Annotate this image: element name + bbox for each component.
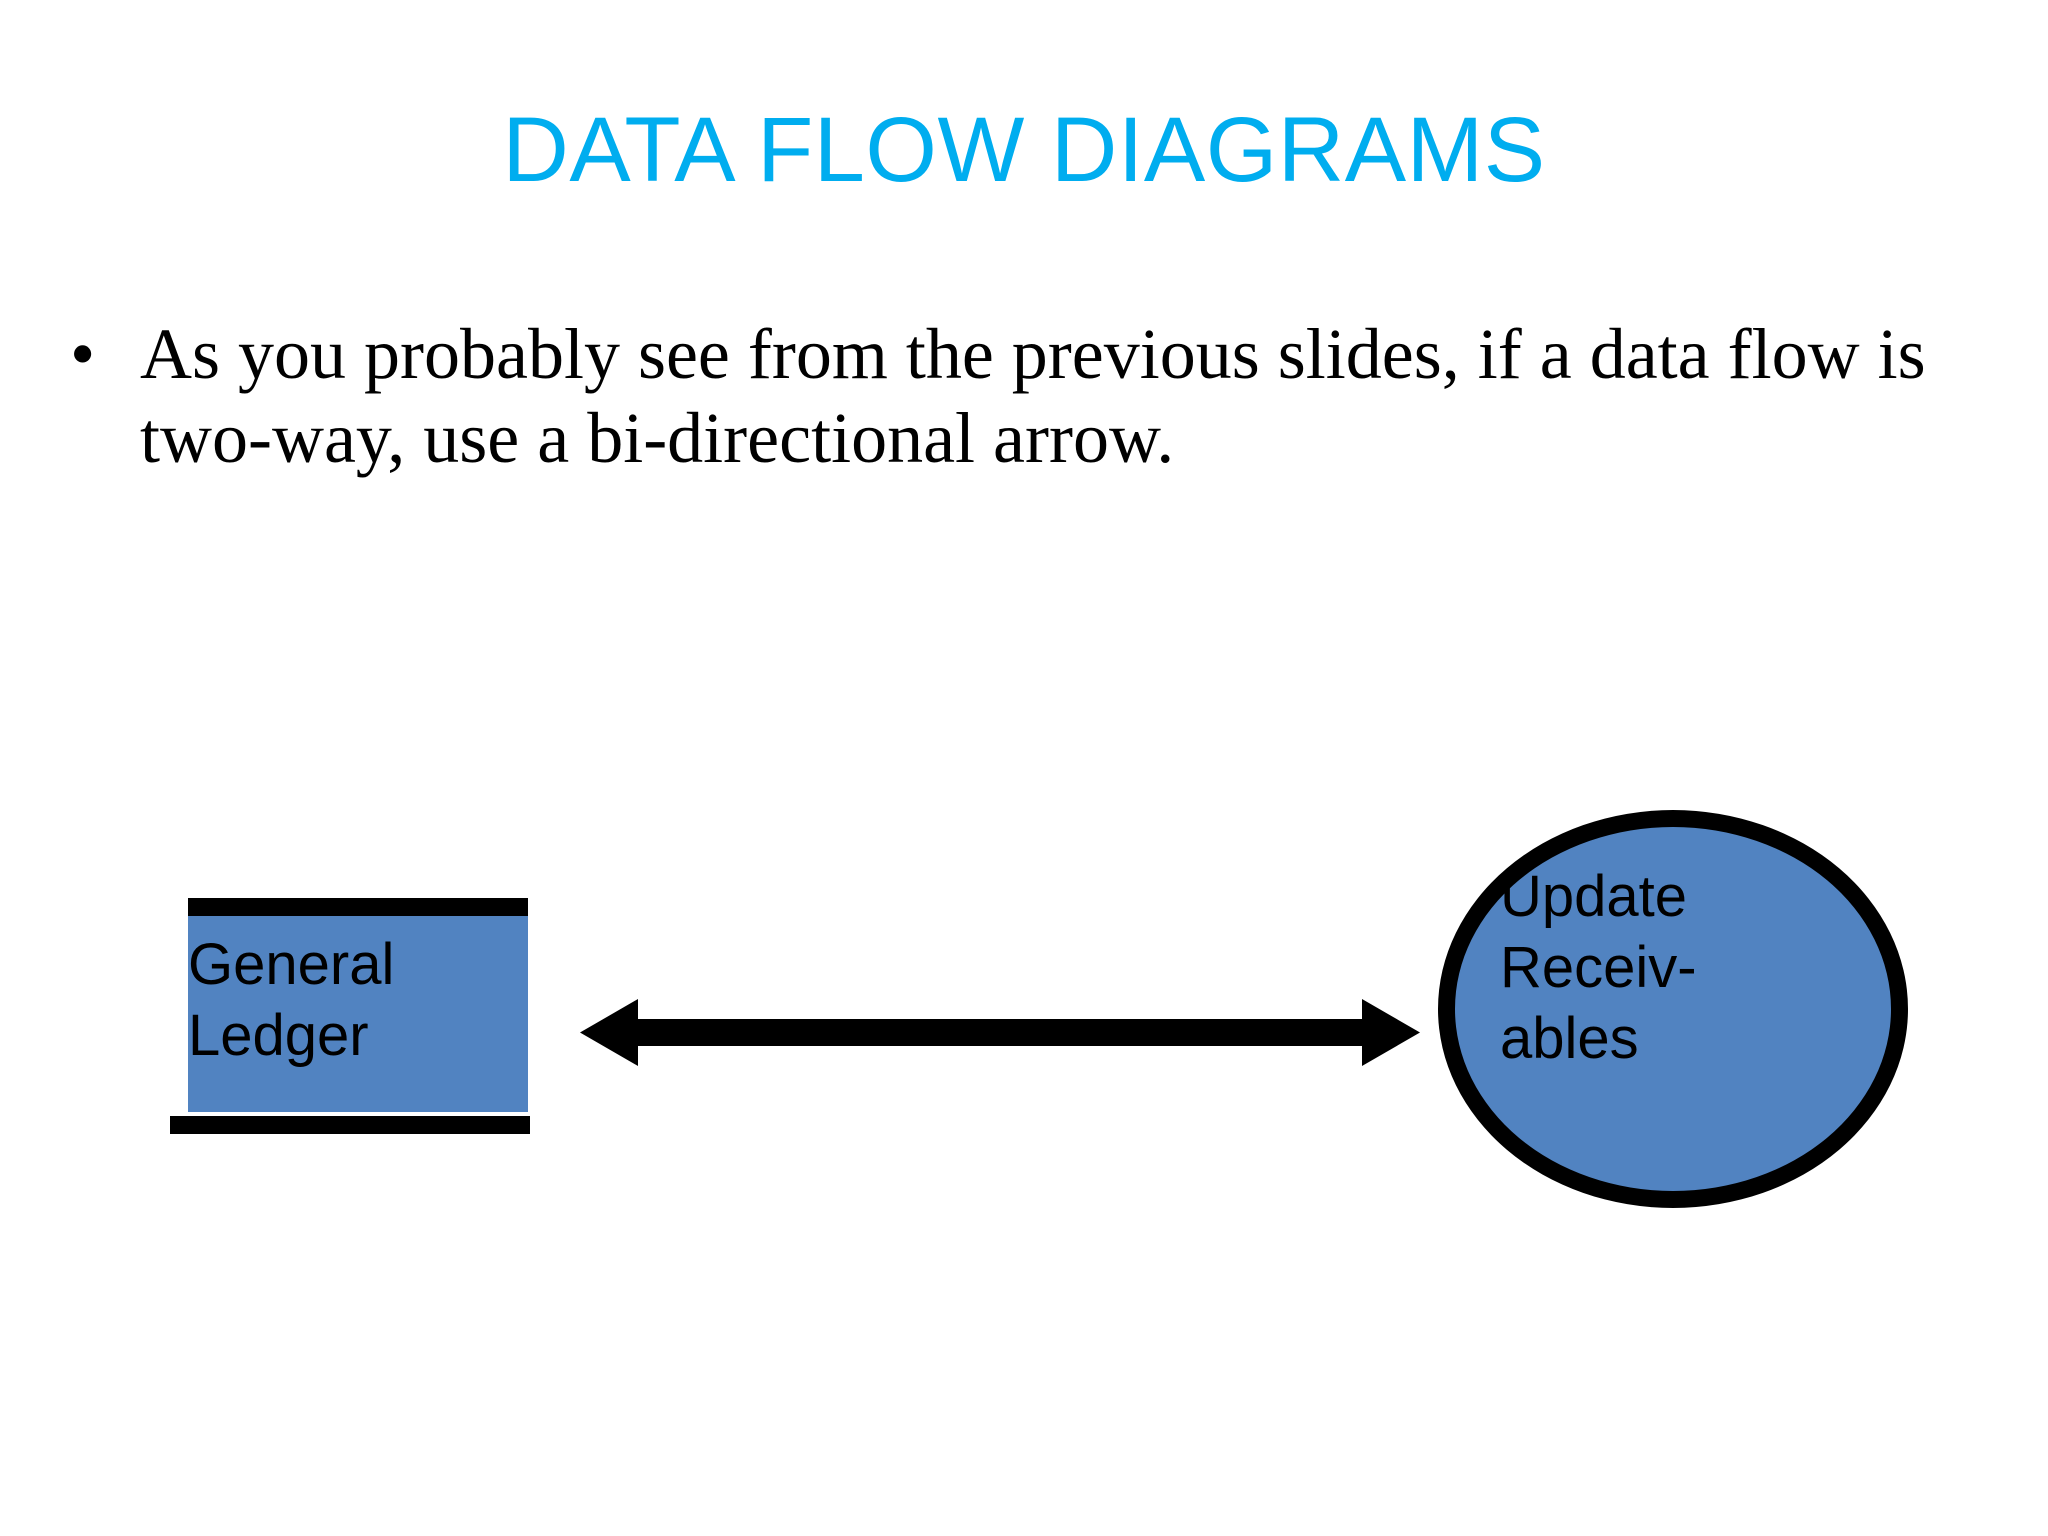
page-title: DATA FLOW DIAGRAMS [502, 99, 1546, 201]
process-label: Update Receiv- ables [1500, 864, 1697, 1071]
datastore-label: General Ledger [188, 932, 395, 1068]
bullet-marker-icon: • [70, 314, 96, 394]
datastore-top-bar [188, 898, 528, 916]
bidirectional-flow-arrow[interactable] [580, 985, 1420, 1080]
process-shape-update-receivables[interactable]: Update Receiv- ables [1438, 810, 1908, 1208]
body-bullet-list: • As you probably see from the previous … [62, 312, 2022, 480]
bidirectional-arrow-icon [580, 999, 1420, 1066]
datastore-fill [188, 916, 528, 1112]
list-item: • As you probably see from the previous … [62, 312, 2022, 480]
datastore-bottom-bar [170, 1116, 530, 1134]
bullet-text: As you probably see from the previous sl… [140, 314, 1926, 479]
datastore-shape-general-ledger[interactable]: General Ledger [170, 896, 530, 1136]
